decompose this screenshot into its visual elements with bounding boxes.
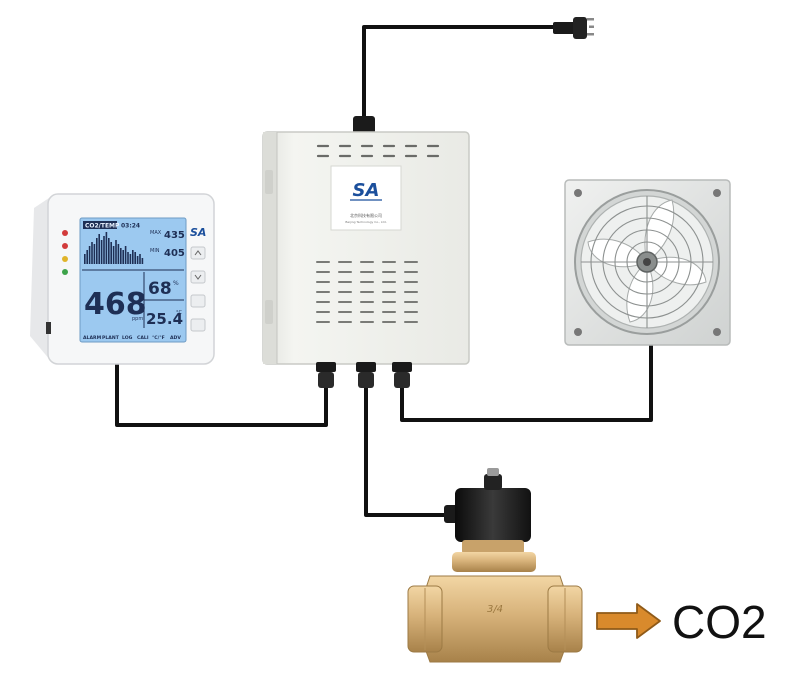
- co2-monitor-device: CO2/TEMP 03:24 MAX 435 MIN 405 468 ppm 6…: [30, 193, 215, 365]
- monitor-status-leds: [62, 230, 68, 275]
- lcd-history-bar: [132, 250, 134, 264]
- lcd-history-bar: [122, 250, 124, 264]
- lcd-history-bar: [136, 256, 139, 264]
- monitor-label-adv: ADV: [170, 335, 181, 341]
- cabinet-top-vents: [316, 144, 440, 158]
- controller-label-panel: [330, 165, 402, 231]
- lcd-history-bar: [88, 246, 91, 264]
- monitor-history-graph: [84, 232, 144, 264]
- monitor-label-log: LOG: [122, 335, 133, 341]
- lcd-history-bar: [108, 238, 110, 264]
- co2-output-label: CO2: [672, 596, 767, 648]
- monitor-mode-label: CO2/TEMP: [85, 223, 120, 230]
- lcd-history-bar: [100, 240, 103, 264]
- lcd-history-bar: [117, 244, 120, 264]
- cable-gland-right: [392, 362, 412, 388]
- lcd-history-bar: [110, 242, 112, 264]
- lcd-history-bar: [86, 250, 88, 264]
- monitor-label-cali: CALI: [137, 335, 149, 341]
- lcd-history-bar: [96, 238, 98, 264]
- monitor-min-label: MIN: [150, 248, 160, 254]
- lcd-history-bar: [98, 234, 100, 264]
- controller-company-cn: 北京科技有限公司: [350, 212, 382, 218]
- fan-cable: [400, 343, 653, 422]
- lcd-history-bar: [91, 242, 93, 264]
- valve-size-marking: 3/4: [487, 604, 503, 615]
- lcd-history-bar: [120, 248, 122, 264]
- flow-direction-arrow-icon: [596, 603, 661, 639]
- exhaust-fan: [564, 179, 731, 346]
- monitor-brand-logo: SA: [190, 226, 206, 239]
- cabinet-lower-vents: [316, 261, 418, 323]
- lcd-history-bar: [103, 236, 105, 264]
- lcd-history-bar: [129, 254, 132, 264]
- sensor-cable: [115, 362, 328, 427]
- monitor-max-value: 435: [164, 230, 185, 241]
- lcd-history-bar: [134, 252, 136, 264]
- monitor-temperature-reading: 25.4: [146, 310, 183, 328]
- monitor-label-unit-toggle: °C/°F: [152, 335, 165, 341]
- monitor-co2-unit: ppm: [132, 316, 143, 322]
- monitor-co2-reading: 468: [84, 287, 147, 322]
- lcd-history-bar: [141, 258, 144, 264]
- monitor-label-alarm: ALARM: [83, 335, 102, 341]
- monitor-side-buttons: [190, 246, 206, 332]
- monitor-time-label: 03:24: [121, 223, 140, 230]
- monitor-min-value: 405: [164, 248, 185, 259]
- lcd-history-bar: [124, 246, 127, 264]
- monitor-humidity-unit: %: [173, 280, 179, 287]
- lcd-history-bar: [84, 254, 86, 264]
- monitor-label-plant: PLANT: [102, 335, 120, 341]
- valve-cable: [364, 388, 448, 517]
- solenoid-valve: 3/4: [407, 468, 583, 663]
- controller-logo: SA: [353, 180, 380, 201]
- lcd-history-bar: [139, 254, 141, 264]
- cable-gland-middle: [356, 362, 376, 388]
- power-cable: [362, 25, 556, 118]
- monitor-humidity-reading: 68: [148, 279, 172, 299]
- controller-cabinet: SA 北京科技有限公司 Beijing Technology Co., Ltd.: [262, 116, 470, 388]
- cable-gland-left: [316, 362, 336, 388]
- lcd-history-bar: [112, 246, 115, 264]
- lcd-history-bar: [115, 240, 117, 264]
- power-plug-icon: [553, 17, 594, 39]
- monitor-max-label: MAX: [150, 230, 162, 236]
- lcd-history-bar: [127, 252, 129, 264]
- lcd-history-bar: [93, 244, 96, 264]
- lcd-history-bar: [105, 232, 108, 264]
- monitor-bottom-labels: ALARM PLANT LOG CALI °C/°F ADV: [83, 335, 181, 341]
- monitor-temperature-unit: °C: [176, 310, 183, 316]
- controller-company-en: Beijing Technology Co., Ltd.: [345, 220, 386, 224]
